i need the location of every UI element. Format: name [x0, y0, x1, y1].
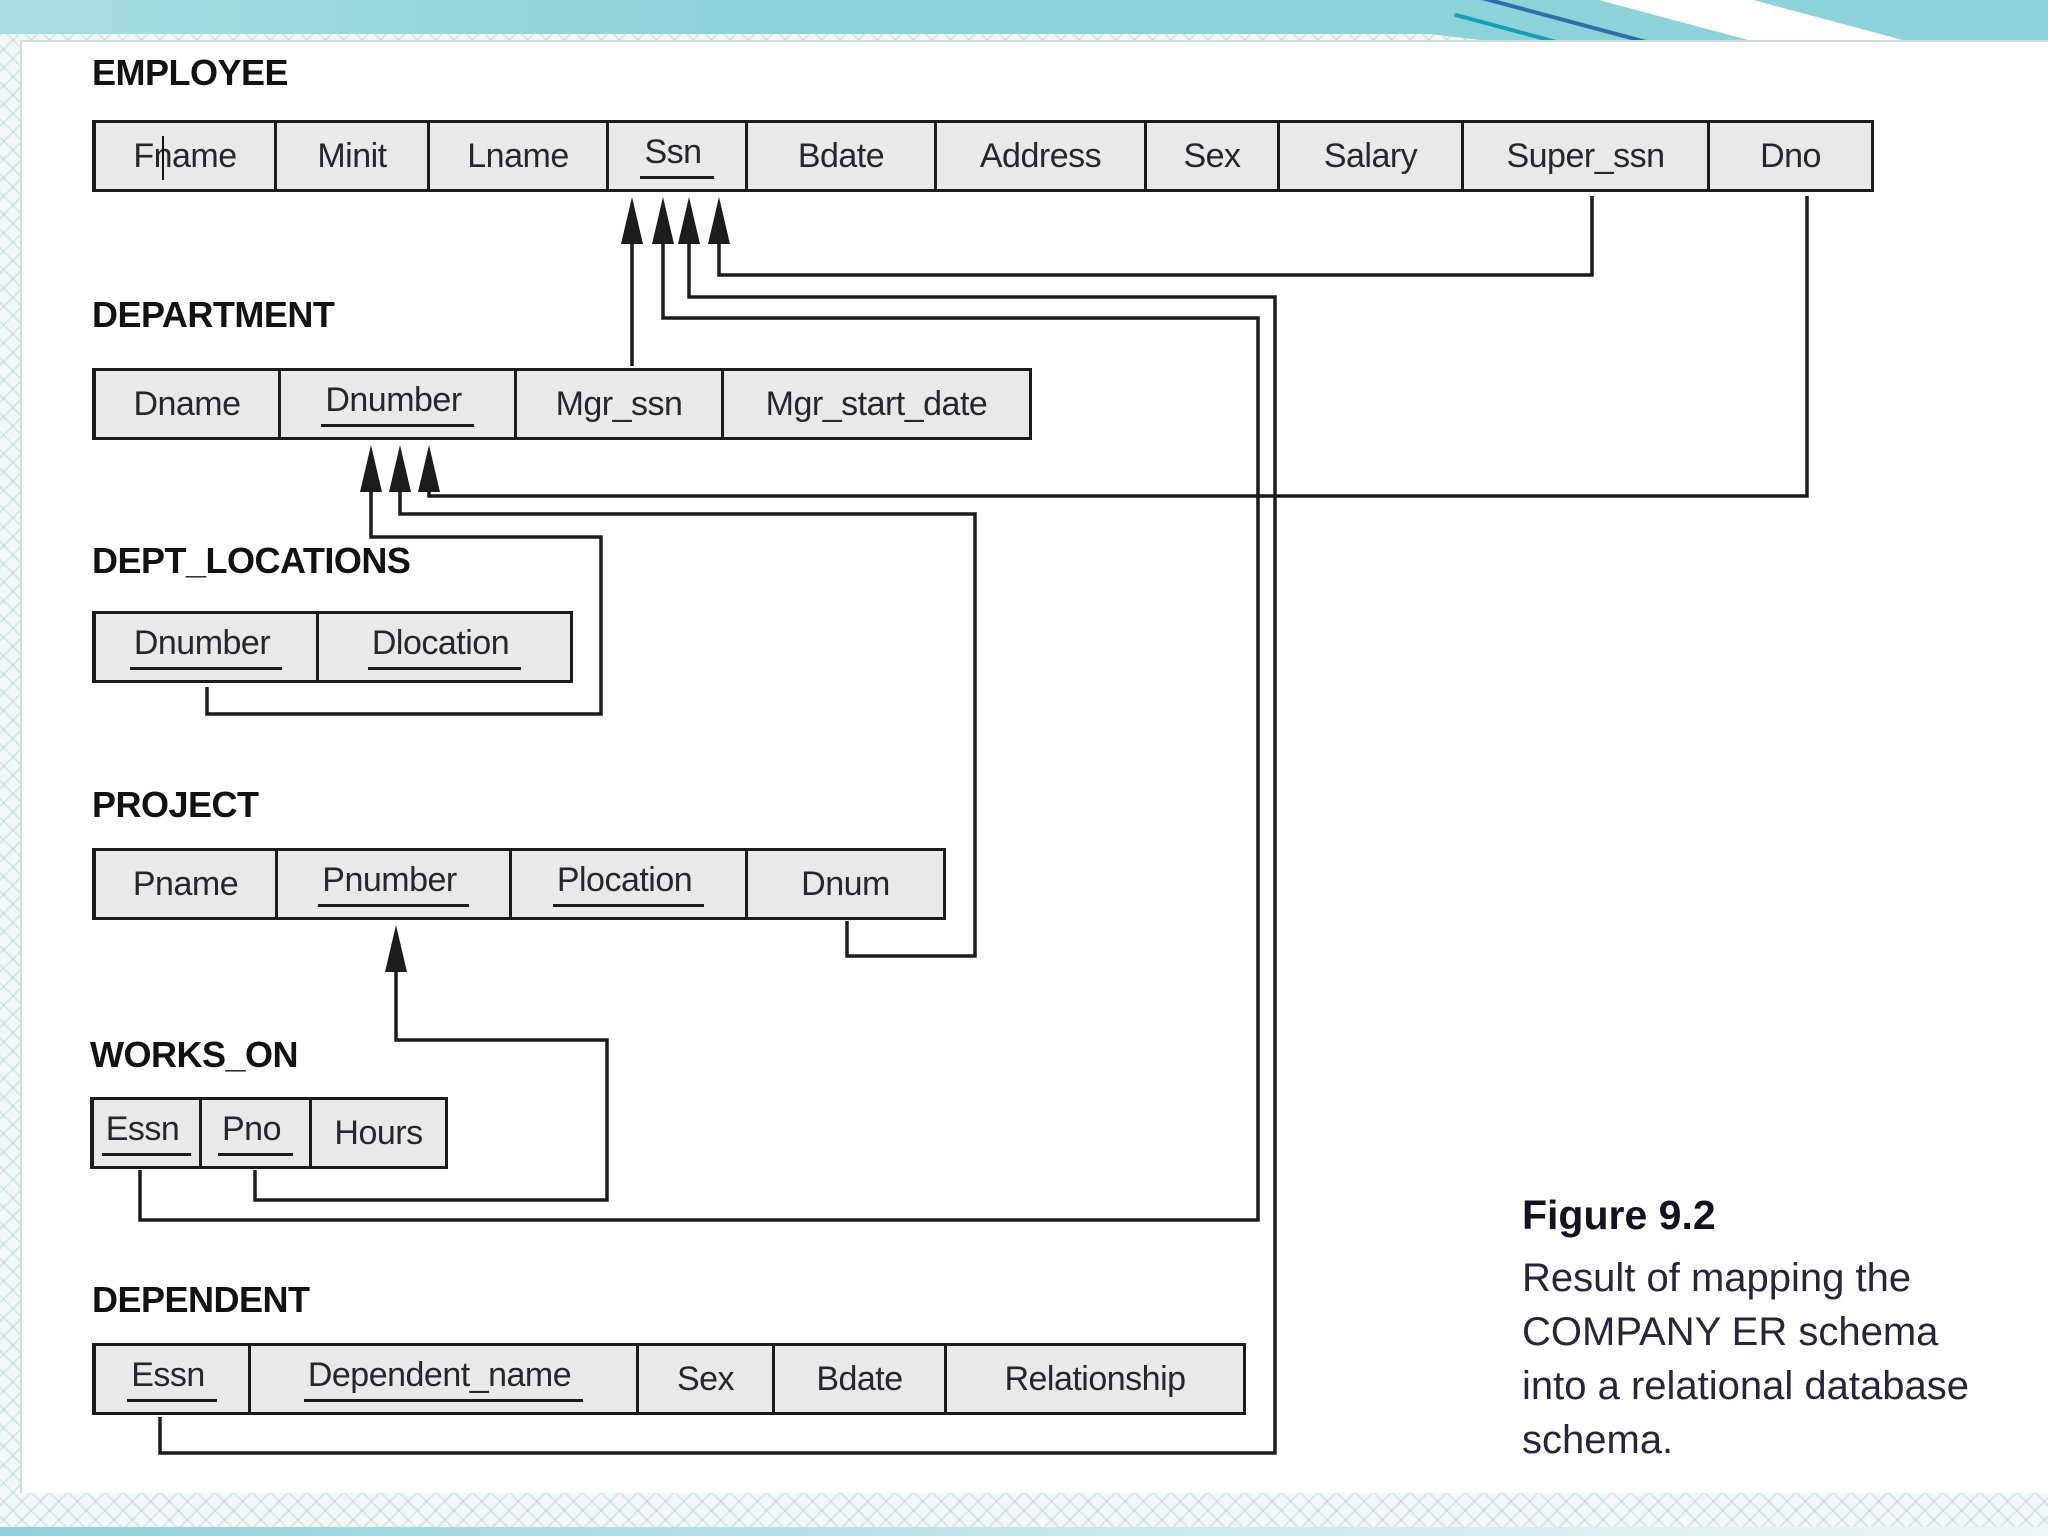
column-lname: Lname — [430, 120, 609, 192]
column-dnumber: Dnumber — [281, 368, 517, 440]
table-title-department: DEPARTMENT — [92, 294, 335, 335]
column-dnum: Dnum — [748, 848, 946, 920]
column-dep-essn: Essn — [92, 1343, 251, 1415]
column-relationship: Relationship — [947, 1343, 1246, 1415]
column-dname: Dname — [92, 368, 281, 440]
column-sex: Sex — [1147, 120, 1280, 192]
column-salary: Salary — [1280, 120, 1464, 192]
column-wo-essn: Essn — [90, 1097, 202, 1169]
table-title-dependent: DEPENDENT — [92, 1279, 310, 1320]
column-bdate: Bdate — [748, 120, 937, 192]
column-pnumber: Pnumber — [278, 848, 512, 920]
column-pno: Pno — [202, 1097, 312, 1169]
column-pname: Pname — [92, 848, 278, 920]
table-department: Dname Dnumber Mgr_ssn Mgr_start_date — [92, 368, 1032, 440]
column-hours: Hours — [312, 1097, 448, 1169]
column-dno: Dno — [1710, 120, 1874, 192]
column-mgr-ssn: Mgr_ssn — [517, 368, 724, 440]
column-plocation: Plocation — [512, 848, 748, 920]
table-dept-locations: Dnumber Dlocation — [92, 611, 573, 683]
figure-caption: Figure 9.2 Result of mapping the COMPANY… — [1522, 1192, 2022, 1467]
figure-caption-line: COMPANY ER schema — [1522, 1310, 1939, 1354]
table-works-on: Essn Pno Hours — [90, 1097, 448, 1169]
column-mgr-start-date: Mgr_start_date — [724, 368, 1032, 440]
column-dep-bdate: Bdate — [775, 1343, 947, 1415]
figure-caption-line: Result of mapping the — [1522, 1256, 1912, 1300]
table-dependent: Essn Dependent_name Sex Bdate Relationsh… — [92, 1343, 1246, 1415]
column-minit: Minit — [277, 120, 430, 192]
figure-caption-line: schema. — [1522, 1418, 1674, 1462]
table-employee: Fname Minit Lname Ssn Bdate Address Sex … — [92, 120, 1874, 192]
table-title-project: PROJECT — [92, 784, 259, 825]
bottom-teal-edge — [0, 1527, 2048, 1536]
column-fname: Fname — [92, 120, 277, 192]
column-dl-dnumber: Dnumber — [92, 611, 319, 683]
column-dependent-name: Dependent_name — [251, 1343, 639, 1415]
text-cursor — [162, 136, 164, 180]
column-ssn: Ssn — [609, 120, 748, 192]
table-project: Pname Pnumber Plocation Dnum — [92, 848, 946, 920]
figure-caption-title: Figure 9.2 — [1522, 1192, 1716, 1238]
figure-caption-line: into a relational database — [1522, 1364, 1969, 1408]
column-dep-sex: Sex — [639, 1343, 775, 1415]
table-title-works-on: WORKS_ON — [90, 1034, 299, 1075]
table-title-dept-locations: DEPT_LOCATIONS — [92, 540, 411, 581]
column-address: Address — [937, 120, 1147, 192]
table-title-employee: EMPLOYEE — [92, 52, 289, 93]
column-dlocation: Dlocation — [319, 611, 573, 683]
column-super-ssn: Super_ssn — [1464, 120, 1710, 192]
